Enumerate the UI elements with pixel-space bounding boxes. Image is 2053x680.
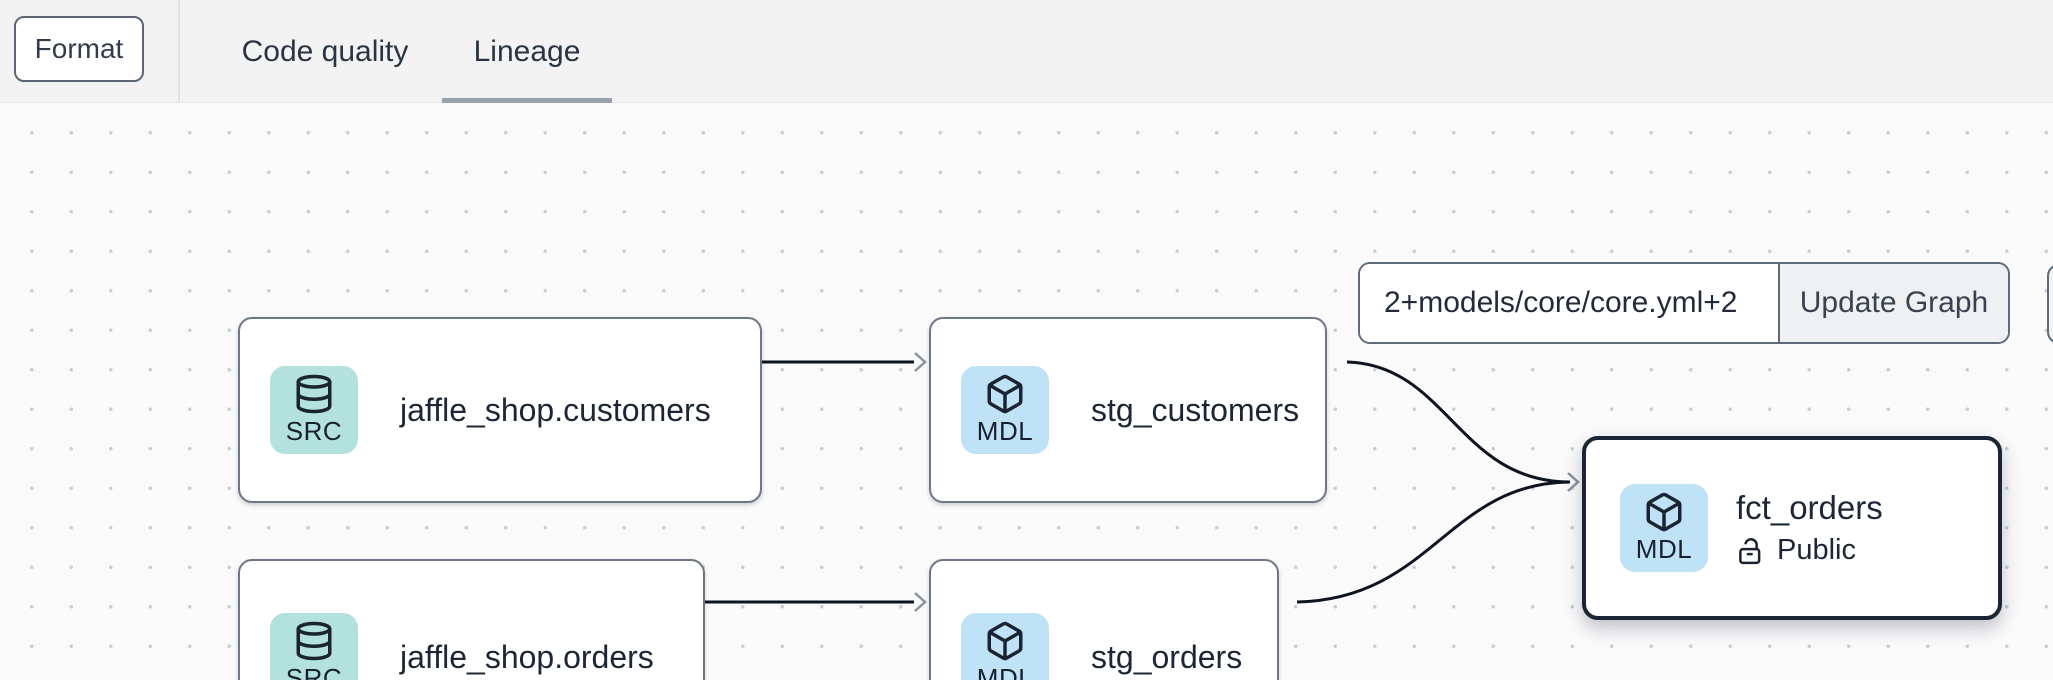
node-title: stg_orders [1091,638,1243,675]
cube-icon [987,374,1023,414]
node-title: fct_orders [1736,489,1883,526]
graph-selector-control: Update Graph [1358,262,2010,344]
selector-input[interactable] [1360,264,1778,342]
tab-lineage[interactable]: Lineage [473,34,581,68]
node-model-fct-orders[interactable]: MDL fct_orders Public [1582,436,2002,620]
node-model-stg-orders[interactable]: MDL stg_orders [929,559,1279,680]
model-badge: MDL [961,366,1049,454]
node-title: stg_customers [1091,391,1300,428]
tab-code-quality[interactable]: Code quality [241,34,409,68]
active-tab-underline [442,98,612,103]
arrowhead-stg-orders [914,592,927,612]
database-icon [296,621,332,661]
update-graph-button[interactable]: Update Graph [1778,264,2008,342]
source-badge: SRC [270,613,358,680]
node-badge-label: SRC [285,663,343,680]
arrowhead-fct-orders [1567,472,1580,492]
model-badge: MDL [1620,484,1708,572]
cube-icon [987,621,1023,661]
toolbar-divider [178,0,180,103]
node-badge-label: MDL [1635,534,1693,564]
node-title: jaffle_shop.customers [400,391,711,428]
lineage-canvas[interactable]: SRC jaffle_shop.customers MDL stg_custom… [0,104,2053,680]
node-title: jaffle_shop.orders [400,638,654,675]
unlock-icon [1739,537,1761,564]
editor-toolbar: Format Code quality Lineage [0,0,2053,103]
edge-stg-orders-to-fct-orders [1296,480,1571,604]
node-badge-label: MDL [976,663,1034,680]
node-source-jaffle-shop-customers[interactable]: SRC jaffle_shop.customers [238,317,762,503]
cube-icon [1646,492,1682,532]
access-row: Public [1736,534,1883,567]
node-badge-label: MDL [976,416,1034,446]
access-label: Public [1777,534,1856,566]
source-badge: SRC [270,366,358,454]
format-button[interactable]: Format [14,16,144,82]
database-icon [296,374,332,414]
clipped-control[interactable] [2047,264,2053,344]
node-model-stg-customers[interactable]: MDL stg_customers [929,317,1327,503]
model-badge: MDL [961,613,1049,680]
edge-stg-customers-to-fct-orders [1346,360,1571,484]
arrowhead-stg-customers [914,352,927,372]
node-badge-label: SRC [285,416,343,446]
node-source-jaffle-shop-orders[interactable]: SRC jaffle_shop.orders [238,559,705,680]
